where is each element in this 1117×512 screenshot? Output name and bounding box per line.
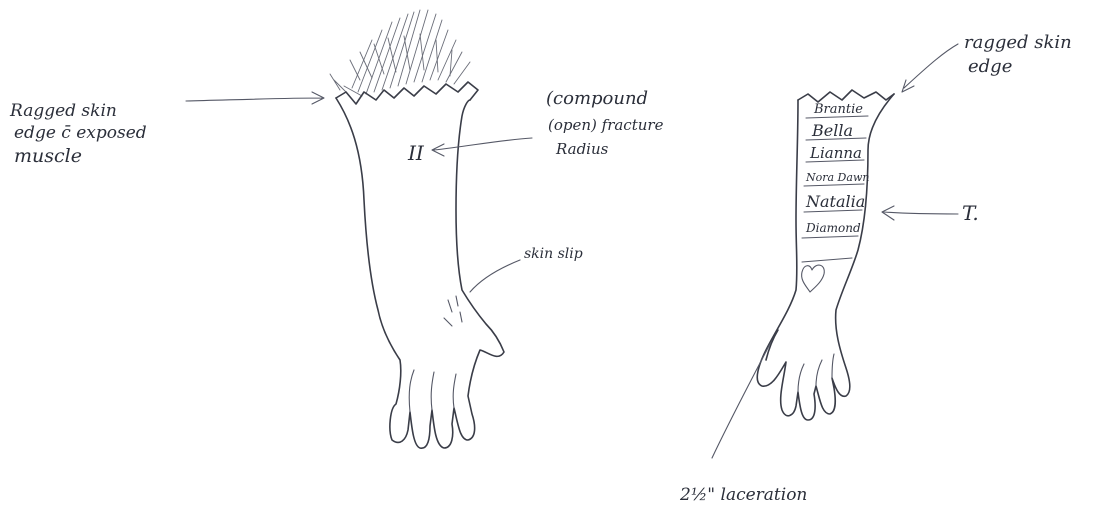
label-ragged-skin-left-3: muscle <box>14 145 82 167</box>
tattoo-name-6: Diamond <box>805 221 861 235</box>
right-arm-outline <box>757 94 894 420</box>
label-tattoo: T. <box>962 201 979 225</box>
ragged-edge-arrow <box>186 92 324 104</box>
tattoo-name-1: Brantie <box>813 102 863 117</box>
fracture-marker: II <box>407 141 425 165</box>
right-ragged-edge <box>798 90 894 102</box>
skin-slip-marks <box>444 296 462 326</box>
label-compound-2: (open) fracture <box>548 116 664 134</box>
label-compound-3: Radius <box>555 140 609 158</box>
label-skin-slip: skin slip <box>524 246 583 262</box>
tattoo-name-2: Bella <box>811 121 853 140</box>
label-ragged-skin-left-2: edge c̄ exposed <box>14 123 147 143</box>
label-ragged-skin-right-2: edge <box>968 56 1012 77</box>
fracture-arrow <box>432 138 532 156</box>
left-labels: Ragged skin edge c̄ exposed muscle (comp… <box>9 88 664 262</box>
tattoo-name-3: Lianna <box>809 144 862 162</box>
tattoo-name-4: Nora Dawn <box>805 171 869 184</box>
skin-slip-arrow <box>470 260 520 292</box>
label-laceration: 2½" laceration <box>679 485 807 505</box>
tattoo-arrow <box>882 206 958 220</box>
left-arm-drawing: II <box>186 10 532 448</box>
tattoo-name-5: Natalia <box>805 192 865 211</box>
label-ragged-skin-left-1: Ragged skin <box>9 101 117 121</box>
label-ragged-skin-right-1: ragged skin <box>964 32 1072 53</box>
tattoo-names: Brantie Bella Lianna Nora Dawn Natalia D… <box>805 102 869 235</box>
exposed-muscle-hatching <box>330 10 470 96</box>
laceration-arrow <box>712 344 770 458</box>
right-labels: ragged skin edge T. 2½" laceration <box>679 32 1072 505</box>
right-ragged-edge-arrow <box>902 44 958 92</box>
label-compound-1: (compound <box>546 88 648 109</box>
tattoo-heart <box>802 265 825 292</box>
